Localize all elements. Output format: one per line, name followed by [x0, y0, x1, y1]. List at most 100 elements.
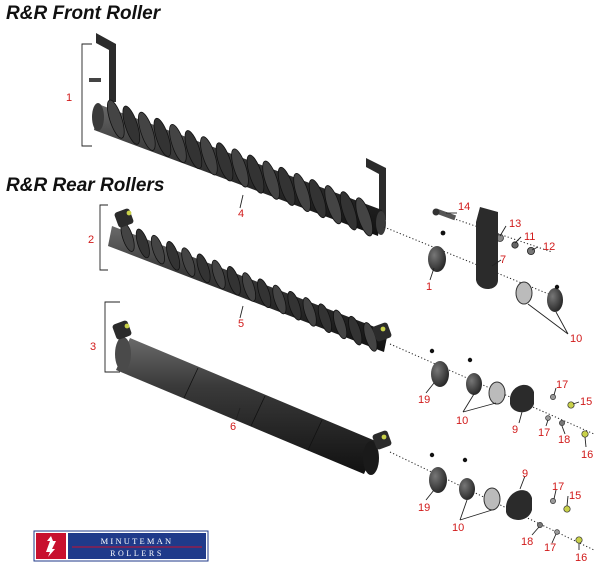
front-roller-fin — [262, 160, 280, 200]
front-hardware — [428, 207, 563, 312]
callout-3: 3 — [90, 341, 96, 353]
front-roller-fin — [215, 142, 234, 182]
callout-12: 12 — [543, 241, 555, 253]
smooth-roller-seam — [307, 419, 323, 451]
rear-spiral-fin — [257, 278, 272, 308]
rear-spiral-fin — [272, 284, 287, 315]
bearing-housing-19 — [431, 361, 449, 387]
bracket-front-assembly — [81, 43, 92, 147]
collar-10 — [466, 373, 482, 395]
callout-14: 14 — [458, 201, 470, 213]
rear-spiral-fin — [196, 253, 211, 284]
rear-spiral-fins — [120, 222, 378, 352]
callout-1-bearing: 1 — [426, 281, 432, 293]
bolt-14-head — [432, 208, 440, 216]
callout-17-b: 17 — [538, 427, 550, 439]
logo-line-2: ROLLERS — [110, 549, 164, 558]
bracket-rear-smooth-assembly — [104, 301, 120, 373]
bolt-14 — [435, 208, 457, 221]
callout-7: 7 — [500, 254, 506, 266]
washer-11 — [511, 241, 519, 249]
smooth-roller-hardware — [429, 452, 583, 544]
smooth-roller-left-end — [115, 337, 131, 371]
smooth-right-grease-fitting — [381, 434, 387, 440]
front-left-stud — [89, 78, 101, 82]
front-roller-fins — [106, 99, 374, 237]
callout-18: 18 — [558, 434, 570, 446]
washer-17 — [550, 394, 556, 400]
logo-line-1: MINUTEMAN — [101, 536, 174, 546]
callout-13: 13 — [509, 218, 521, 230]
grease-fitting-1 — [440, 230, 446, 236]
lock-washer-18 — [537, 522, 543, 528]
nut-16 — [575, 536, 583, 544]
washer-17 — [545, 415, 551, 421]
rear-spiral-left-end-cap — [114, 208, 134, 228]
rear-spiral-fin — [287, 290, 302, 321]
callout-11: 11 — [524, 231, 535, 243]
callout-9: 9 — [512, 424, 518, 436]
front-roller-fin — [106, 99, 125, 139]
front-roller-fin — [231, 148, 249, 188]
front-roller-fin — [339, 191, 358, 231]
minuteman-rollers-logo: MINUTEMAN ROLLERS — [33, 530, 209, 562]
rear-spiral-fin — [211, 259, 226, 290]
smooth-roller-seam — [250, 395, 266, 427]
rear-spiral-fin — [135, 228, 150, 259]
front-roller-fin — [169, 123, 187, 164]
rear-smooth-roller — [112, 320, 392, 475]
callout-1: 1 — [66, 92, 72, 104]
front-roller-fin — [200, 136, 218, 176]
callout-19-b: 19 — [418, 502, 430, 514]
callout-18-b: 18 — [521, 536, 533, 548]
front-roller-fin — [324, 185, 343, 225]
front-roller-fin — [137, 111, 156, 151]
bolt-15 — [563, 505, 571, 513]
smooth-left-grease-fitting — [124, 323, 130, 329]
rear-spiral-hardware — [429, 348, 589, 438]
nut-16 — [581, 430, 589, 438]
bearing-10 — [483, 487, 501, 511]
collar-10 — [459, 478, 475, 500]
smooth-left-end-cap — [112, 320, 132, 340]
front-roller-fin — [277, 166, 296, 206]
smooth-roller-seam — [183, 367, 199, 399]
grease-fitting-19 — [429, 348, 435, 354]
bearing-10 — [488, 381, 506, 405]
callout-10-front: 10 — [570, 333, 582, 345]
rear-spiral-fin — [226, 266, 241, 296]
bearing-flange-9 — [510, 384, 534, 413]
callout-16: 16 — [581, 449, 593, 461]
front-left-mount-bracket — [96, 33, 116, 102]
washer-17 — [554, 529, 560, 535]
rear-spiral-right-grease-fitting — [380, 326, 386, 332]
rear-spiral-fin — [166, 241, 181, 271]
bearing-bracket-7 — [476, 207, 498, 289]
bracket-rear-spiral-assembly — [99, 204, 108, 271]
front-roller-fin — [122, 105, 141, 145]
washer-17 — [550, 498, 556, 504]
bearing-housing-1 — [428, 246, 446, 272]
callout-9-b: 9 — [522, 468, 528, 480]
front-roller-fin — [246, 154, 265, 194]
rear-spiral-roller — [108, 208, 392, 352]
logo-wordmark-bg — [68, 533, 206, 559]
bearing-housing-19 — [429, 467, 447, 493]
rear-spiral-fin — [348, 315, 363, 346]
callout-10-smooth: 10 — [452, 522, 464, 534]
front-roller-fin — [293, 172, 311, 213]
front-roller-fin — [153, 117, 172, 157]
collar-set-screw — [462, 457, 468, 463]
minuteman-figure-icon — [46, 536, 56, 557]
callout-15: 15 — [580, 396, 592, 408]
callout-16-b: 16 — [575, 552, 587, 564]
callout-labels: 1 4 2 14 13 11 12 7 1 5 10 3 19 10 17 15… — [66, 92, 593, 564]
title-rear-rollers: R&R Rear Rollers — [6, 175, 164, 196]
rear-spiral-fin — [181, 247, 196, 277]
callout-10-rear: 10 — [456, 415, 468, 427]
bearing-10 — [515, 281, 533, 305]
rear-spiral-fin — [317, 303, 332, 333]
bearing-flange-9 — [506, 490, 532, 520]
title-front-roller: R&R Front Roller — [6, 3, 162, 24]
